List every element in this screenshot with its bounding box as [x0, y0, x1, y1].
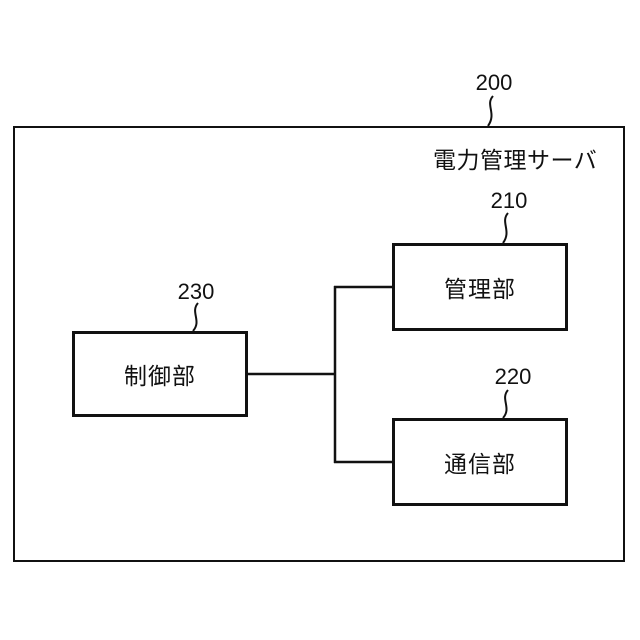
management-unit-label: 管理部 — [444, 276, 516, 302]
ref-leader-squiggle-230 — [192, 302, 199, 332]
control-unit-label: 制御部 — [124, 363, 196, 389]
communication-unit-label: 通信部 — [444, 451, 516, 477]
server-title: 電力管理サーバ — [433, 147, 598, 173]
ref-number-control: 230 — [177, 279, 215, 304]
communication-unit-box: 通信部 — [392, 418, 568, 506]
ref-number-management: 210 — [490, 188, 528, 213]
ref-number-server: 200 — [475, 70, 513, 95]
ref-leader-squiggle-200 — [487, 95, 494, 127]
management-unit-box: 管理部 — [392, 243, 568, 331]
ref-leader-squiggle-220 — [502, 389, 509, 419]
ref-leader-squiggle-210 — [502, 212, 509, 244]
control-unit-box: 制御部 — [72, 331, 248, 417]
ref-number-communication: 220 — [494, 364, 532, 389]
server-outer-box — [13, 126, 625, 562]
